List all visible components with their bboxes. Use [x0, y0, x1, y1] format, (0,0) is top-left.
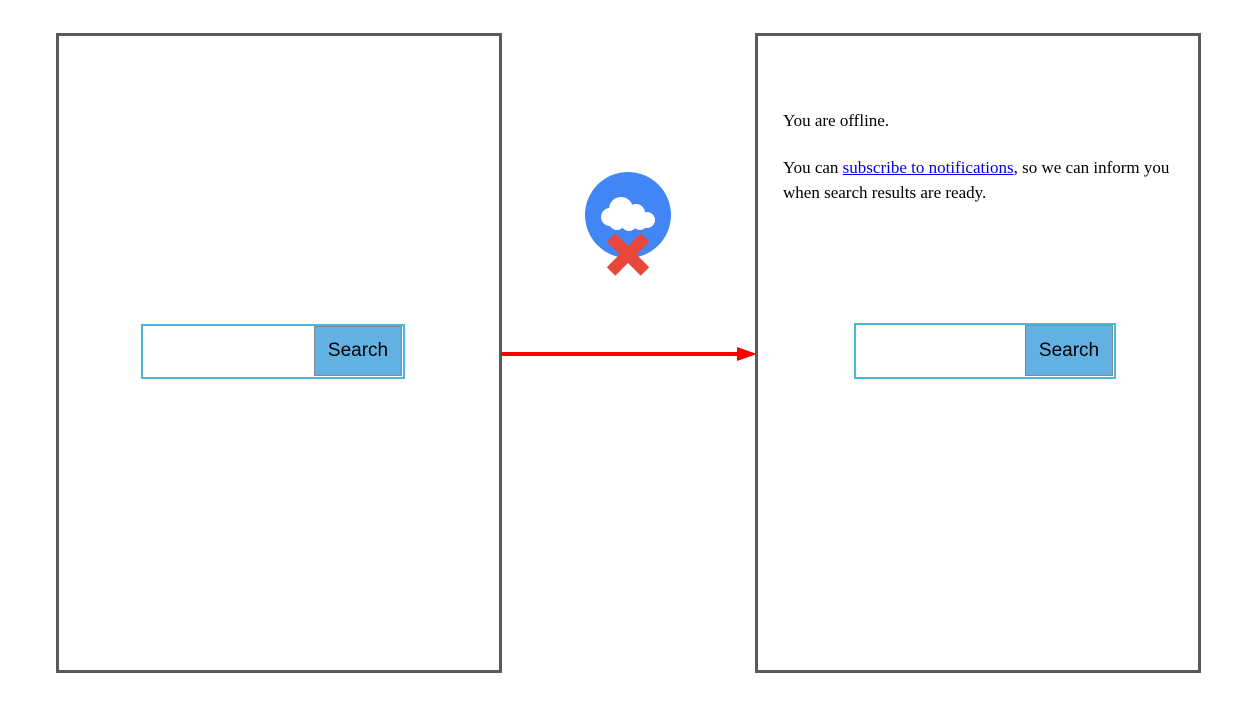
subscribe-link[interactable]: subscribe to notifications — [842, 158, 1014, 177]
left-search-bar: Search — [141, 324, 405, 379]
right-panel: You are offline. You can subscribe to no… — [755, 33, 1201, 673]
search-input[interactable] — [856, 325, 1024, 377]
search-button[interactable]: Search — [314, 326, 402, 376]
cloud-icon — [601, 197, 655, 231]
cloud-offline-icon — [585, 172, 671, 276]
offline-status-text: You are offline. — [783, 111, 890, 130]
search-button[interactable]: Search — [1025, 325, 1113, 376]
right-search-bar: Search — [854, 323, 1116, 379]
search-input[interactable] — [143, 326, 313, 377]
offline-message-block: You are offline. You can subscribe to no… — [783, 108, 1188, 227]
x-mark-icon — [606, 233, 650, 276]
notification-text-prefix: You can — [783, 158, 843, 177]
notification-text-suffix: , so we can inform you when search resul… — [783, 158, 1170, 202]
arrow-right-icon — [501, 347, 757, 361]
left-panel: Search — [56, 33, 502, 673]
notification-text: You can subscribe to notifications, so w… — [783, 155, 1188, 205]
